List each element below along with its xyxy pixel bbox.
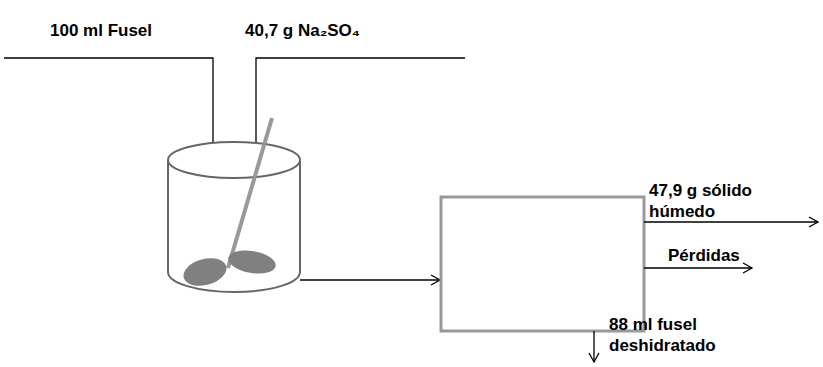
transfer-line (300, 279, 440, 280)
reagent-label: 40,7 g Na₂SO₄ (245, 20, 360, 41)
mixing-tank (168, 118, 300, 292)
solid-label: 47,9 g sólido húmedo (649, 180, 789, 222)
separator-box (441, 197, 644, 331)
solid-outlet (644, 221, 818, 222)
loss-outlet (644, 267, 752, 268)
product-label: 88 ml fusel deshidratado (609, 314, 731, 356)
feed-label: 100 ml Fusel (50, 20, 152, 41)
product-outlet (593, 331, 594, 362)
loss-label: Pérdidas (668, 245, 740, 266)
